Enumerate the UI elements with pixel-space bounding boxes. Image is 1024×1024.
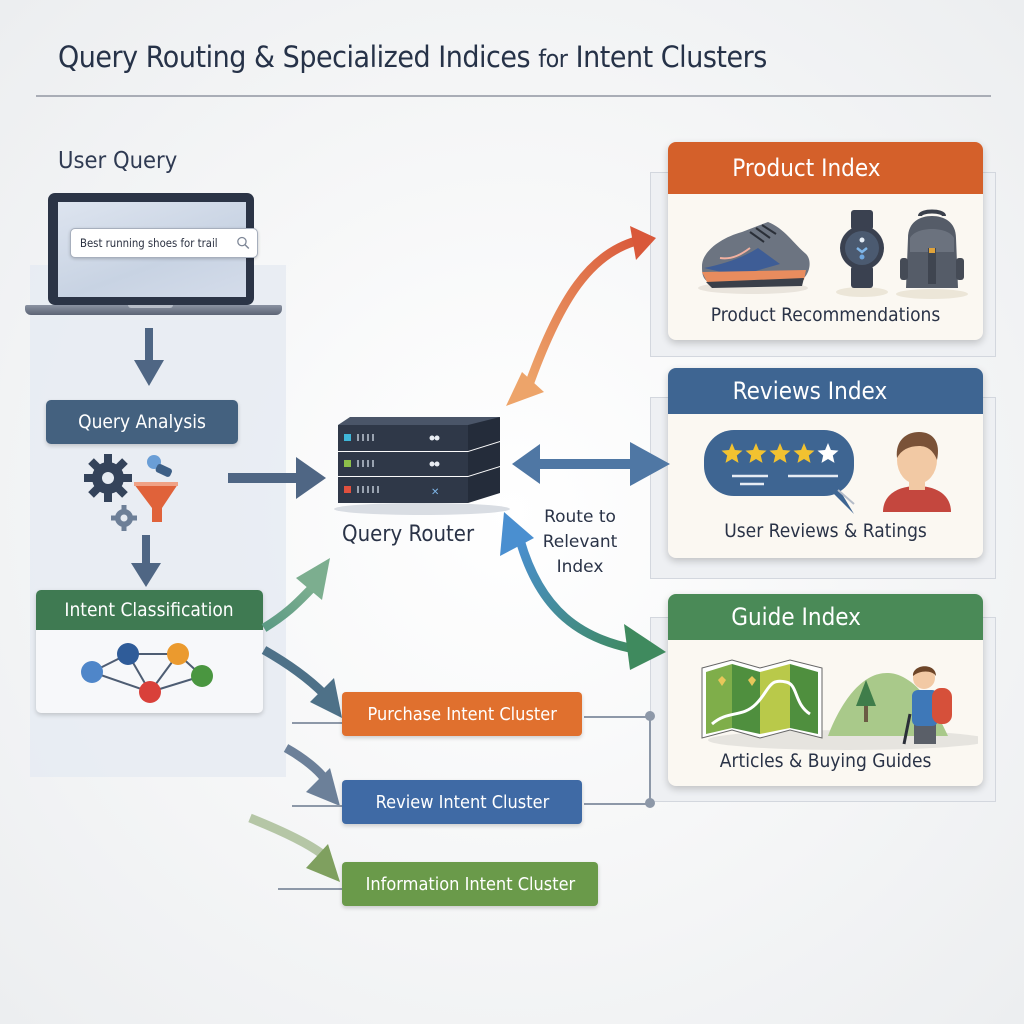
connector-review-right [584,803,654,805]
server-unit-2 [338,442,500,476]
reviews-index-title: Reviews Index [732,377,888,405]
arrow-down-to-classification [131,535,161,587]
connector-vertical [649,716,651,804]
guide-index-title: Guide Index [731,603,861,631]
guide-illustration [701,659,978,750]
star-empty-icon [817,443,839,463]
star-filled-icon [793,443,815,463]
guide-index-caption: Articles & Buying Guides [719,750,932,772]
reviews-index-header: Reviews Index [668,368,983,414]
laptop-notch [128,305,173,308]
arrow-router-product-index [506,226,656,406]
backpack-icon [896,209,968,299]
product-index-caption: Product Recommendations [710,304,941,326]
svg-text:✕: ✕ [431,487,439,498]
router-server-icon: ✕ [334,417,510,515]
route-note-line-2: Relevant [542,532,618,552]
product-icons [698,209,968,299]
analysis-gears-funnel-icon [84,454,178,531]
server-unit-3: ✕ [338,467,500,503]
laptop-base [25,305,282,315]
guide-index-card[interactable]: Guide Index Articles & Buying Guides [668,594,983,786]
product-index-title: Product Index [732,154,881,182]
query-router-label: Query Router [342,522,475,547]
information-intent-cluster[interactable]: Information Intent Cluster [342,862,598,906]
route-note-line-1: Route to [544,507,616,527]
route-note-line-3: Index [556,557,604,577]
review-intent-cluster[interactable]: Review Intent Cluster [342,780,582,824]
graph-node-green [191,665,213,687]
user-query-label: User Query [58,148,178,174]
review-intent-cluster-label: Review Intent Cluster [375,791,549,813]
arrow-to-information-cluster [248,813,340,882]
search-query-text: Best running shoes for trail [80,236,218,250]
guide-index-header: Guide Index [668,594,983,640]
title-for: for [538,45,568,73]
intent-classification-label: Intent Classification [64,599,235,621]
connector-node-review [645,798,655,808]
reviews-index-caption: User Reviews & Ratings [724,520,927,542]
title-end: Intent Clusters [575,40,768,74]
graph-node-orange [167,643,189,665]
gear-icon [84,454,132,502]
arrow-to-review-cluster [283,744,340,806]
star-filled-icon [721,443,743,463]
star-filled-icon [745,443,767,463]
speech-bubble-icon [704,430,855,514]
arrow-router-reviews-index [512,442,670,486]
product-index-card[interactable]: Product Index [668,142,983,340]
funnel-icon [134,484,178,522]
trail-map-icon [701,659,823,739]
purchase-intent-cluster-label: Purchase Intent Cluster [367,703,557,725]
connector-information-left [278,888,342,890]
purchase-intent-cluster[interactable]: Purchase Intent Cluster [342,692,582,736]
graph-node-navy [117,643,139,665]
arrow-down-to-analysis [134,328,164,386]
smartwatch-icon [836,210,888,297]
graph-node-blue [81,661,103,683]
information-intent-cluster-label: Information Intent Cluster [365,873,575,895]
query-analysis-label: Query Analysis [78,411,206,433]
query-analysis-step: Query Analysis [46,400,238,444]
graph-node-red [139,681,161,703]
title-divider [36,95,991,97]
page-title: Query Routing & Specialized Indices for … [58,40,767,74]
star-rating [721,443,839,463]
user-avatar-icon [883,432,951,512]
star-filled-icon [769,443,791,463]
network-graph-icon [81,643,213,703]
arrow-to-router [228,457,326,499]
running-shoe-icon [698,222,810,294]
small-gear-icon [111,505,137,531]
magnifier-icon[interactable] [236,235,251,251]
title-main: Query Routing & Specialized Indices [58,40,531,74]
connector-node-purchase [645,711,655,721]
connector-purchase-left [292,722,342,724]
hiker-icon [828,666,952,745]
connector-purchase-right [584,716,654,718]
product-index-header: Product Index [668,142,983,194]
intent-classification-step: Intent Classification [36,590,263,713]
intent-classification-header: Intent Classification [36,590,263,630]
reviews-index-card[interactable]: Reviews Index User Reviews & Ratings [668,368,983,558]
search-input[interactable]: Best running shoes for trail [70,228,258,258]
connector-review-left [292,805,342,807]
route-note: Route to Relevant Index [520,505,640,580]
server-unit-1 [338,417,500,451]
review-illustration [704,430,951,514]
